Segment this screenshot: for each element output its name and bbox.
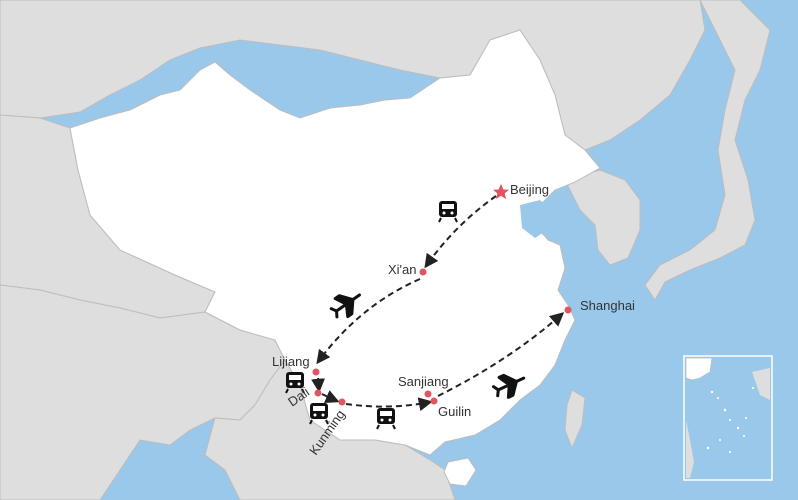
city-dot-sanjiang — [424, 390, 432, 398]
china-land — [69, 29, 601, 456]
japan-land — [644, 0, 771, 301]
train-icon — [309, 403, 329, 425]
route-guilin-shanghai — [437, 312, 565, 397]
route-lijiang-dali — [311, 377, 326, 393]
city-dot-shanghai — [564, 306, 572, 314]
route-kunming-guilin — [345, 397, 433, 412]
train-icon — [376, 408, 396, 430]
city-label-xian: Xi'an — [388, 262, 417, 277]
city-label-lijiang: Lijiang — [272, 354, 310, 369]
city-dot-dali — [314, 389, 322, 397]
route-xian-lijiang — [316, 278, 421, 365]
city-label-guilin: Guilin — [438, 404, 471, 419]
south-china-sea-inset — [683, 355, 773, 481]
city-dot-kunming — [338, 398, 346, 406]
airplane-icon — [329, 293, 361, 319]
airplane-icon — [491, 373, 526, 399]
city-label-sanjiang: Sanjiang — [398, 374, 449, 389]
city-label-shanghai: Shanghai — [580, 298, 635, 313]
route-dali-kunming — [321, 390, 340, 404]
train-icon — [285, 372, 305, 394]
city-label-beijing: Beijing — [510, 182, 549, 197]
korea-land — [564, 169, 641, 266]
train-icon — [438, 201, 458, 223]
city-dot-lijiang — [312, 368, 320, 376]
city-dot-guilin — [430, 397, 438, 405]
route-lines — [311, 195, 565, 412]
city-dot-xian — [419, 268, 427, 276]
taiwan-land — [564, 389, 586, 450]
start-star-icon — [493, 184, 509, 199]
bohai-bay — [520, 200, 552, 238]
hainan-island — [443, 457, 477, 487]
